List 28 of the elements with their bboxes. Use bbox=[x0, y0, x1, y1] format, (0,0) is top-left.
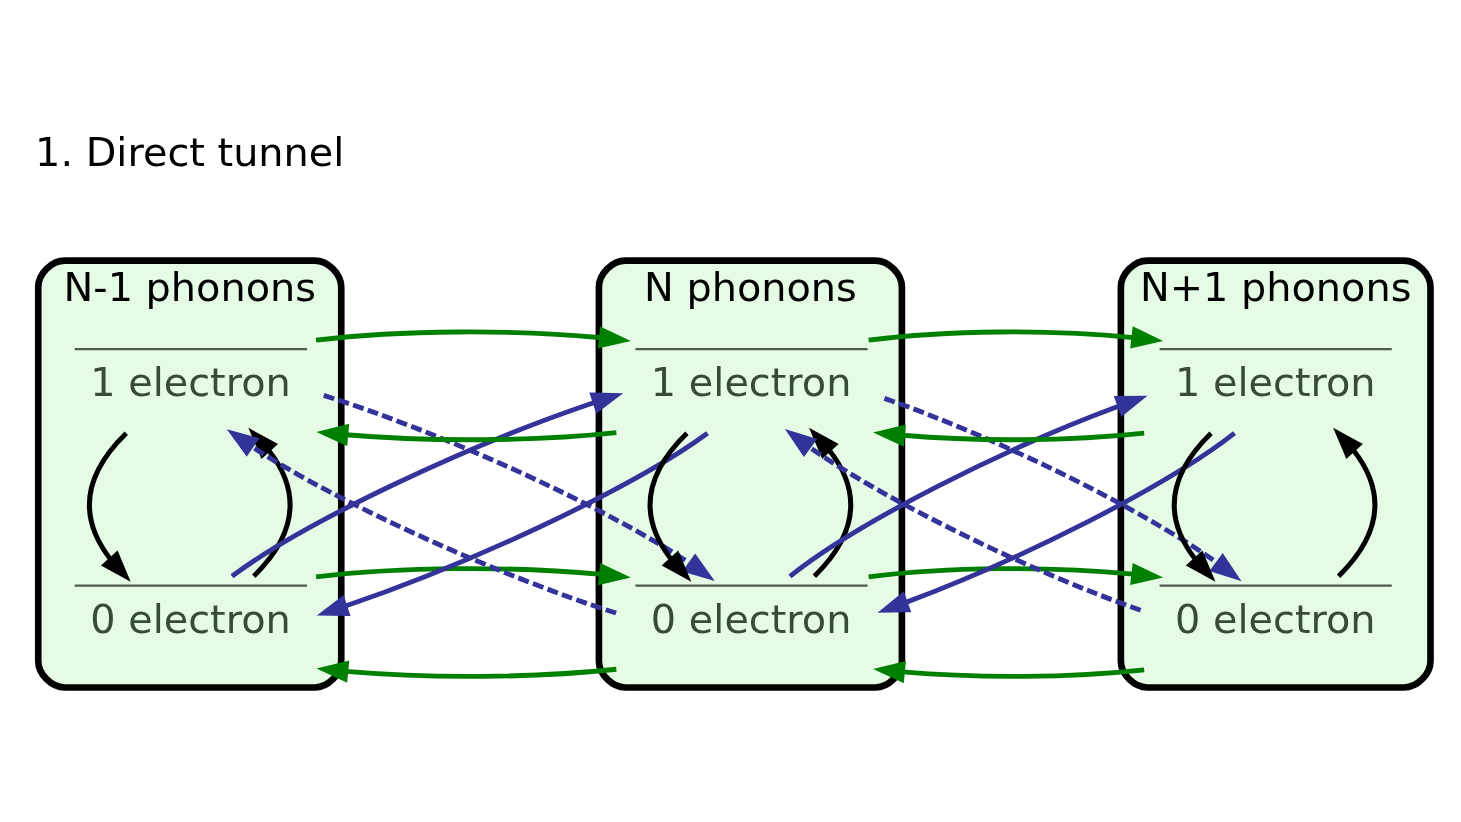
node-text: 1 electron bbox=[1175, 359, 1376, 406]
arrow bbox=[316, 431, 709, 617]
arrow bbox=[873, 661, 1145, 684]
arrow bbox=[87, 431, 131, 582]
label: 1. Direct tunnel bbox=[35, 129, 345, 176]
arrow bbox=[808, 427, 854, 578]
arrow bbox=[316, 660, 617, 683]
arrow bbox=[868, 562, 1164, 586]
arrow bbox=[868, 326, 1164, 349]
arrow bbox=[784, 429, 1142, 613]
arrow bbox=[226, 429, 617, 616]
arrow bbox=[873, 424, 1145, 447]
arrow bbox=[316, 423, 617, 447]
arrow bbox=[248, 427, 293, 578]
arrow bbox=[883, 396, 1242, 582]
arrow bbox=[230, 392, 624, 579]
arrow bbox=[647, 431, 692, 582]
node-text: 0 electron bbox=[1175, 596, 1376, 643]
arrow bbox=[315, 326, 631, 349]
node-text: 1 electron bbox=[650, 359, 852, 406]
arrow bbox=[877, 431, 1236, 613]
arrow bbox=[1333, 427, 1378, 578]
node-text: 0 electron bbox=[650, 596, 852, 643]
arrow bbox=[1171, 431, 1216, 582]
node-text: 1 electron bbox=[90, 359, 291, 406]
arrow bbox=[788, 395, 1148, 579]
arrow bbox=[315, 563, 631, 586]
node-text: 0 electron bbox=[90, 596, 291, 643]
